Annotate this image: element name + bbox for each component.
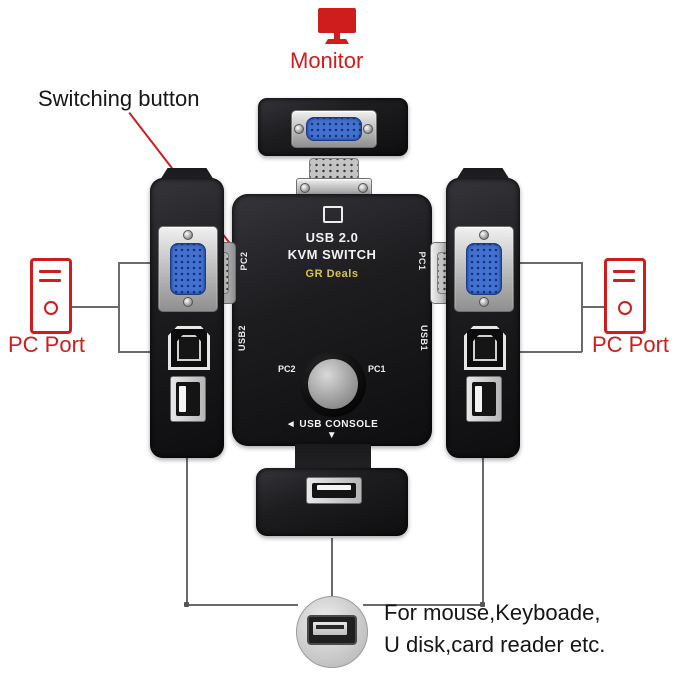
monitor-label: Monitor [290,48,364,73]
pc-tower-icon [39,279,61,282]
left-usb-b-port [168,326,210,370]
port-label-pc2: PC2 [239,251,249,271]
left-usb-line [186,604,298,606]
monitor-icon [334,33,340,39]
left-usb-b-inner [177,335,201,361]
pc-tower-icon [613,279,635,282]
port-label-usb2: USB2 [237,325,247,352]
device-model-line2: KVM SWITCH [287,247,377,262]
switching-button[interactable] [300,351,366,417]
switching-button-label: Switching button [38,86,200,111]
left-bracket-line [72,306,119,308]
usage-text-line1: For mouse,Keyboade, [384,600,601,625]
right-usb-b-port [464,326,506,370]
pc-tower-icon [618,301,632,315]
right-bracket-line [519,262,582,264]
left-usb-a-tongue [179,386,186,412]
vga-screw [183,230,193,240]
pc-port-label-right: PC Port [592,332,670,357]
pc-tower-icon [39,270,61,273]
vga-screw [183,297,193,307]
console-arrow-icon: ▼ [326,430,338,441]
console-usb-a-tongue [317,485,351,490]
device-model-line1: USB 2.0 [305,230,359,245]
vga-screw [300,183,310,193]
console-label: ◄ USB CONSOLE [285,419,379,430]
right-bracket-line [519,351,582,353]
right-usb-a-port [466,376,502,422]
pc-tower-icon [604,258,646,334]
monitor-vga-female-port [306,117,362,141]
console-usb-a-port [306,477,362,504]
button-label-pc1: PC1 [368,364,386,374]
line-joint-dot [184,602,189,607]
vga-screw [358,183,368,193]
device-brand: GR Deals [305,268,359,280]
switching-button-cap[interactable] [308,359,358,409]
left-usb-a-port [170,376,206,422]
vga-screw [294,124,304,134]
vga-screw [479,230,489,240]
usb-connector-icon [316,625,344,629]
bottom-neck [295,444,371,472]
right-usb-b-inner [473,335,497,361]
port-label-pc1: PC1 [417,251,427,271]
right-usb-line [363,604,483,606]
vga-screw [479,297,489,307]
vga-screw [363,124,373,134]
pc-tower-icon [30,258,72,334]
left-module-cap [160,168,214,180]
usage-text-line2: U disk,card reader etc. [384,632,606,657]
right-usb-line [482,455,484,605]
pc-port-label-left: PC Port [8,332,86,357]
button-label-pc2: PC2 [278,364,296,374]
center-usb-line [331,538,333,598]
right-module-cap [456,168,510,180]
left-bracket-line [118,351,152,353]
pc-tower-icon [613,270,635,273]
monitor-icon [318,8,356,33]
usb-connector-icon [307,615,357,645]
display-icon [323,206,343,223]
left-usb-line [186,455,188,605]
right-usb-a-tongue [475,386,482,412]
left-vga-female-port [170,243,206,295]
right-vga-female-port [466,243,502,295]
monitor-icon [325,39,349,44]
pc-tower-icon [44,301,58,315]
usb-connector-icon [296,596,368,668]
left-bracket-line [118,262,152,264]
line-joint-dot [480,602,485,607]
port-label-usb1: USB1 [419,324,429,351]
